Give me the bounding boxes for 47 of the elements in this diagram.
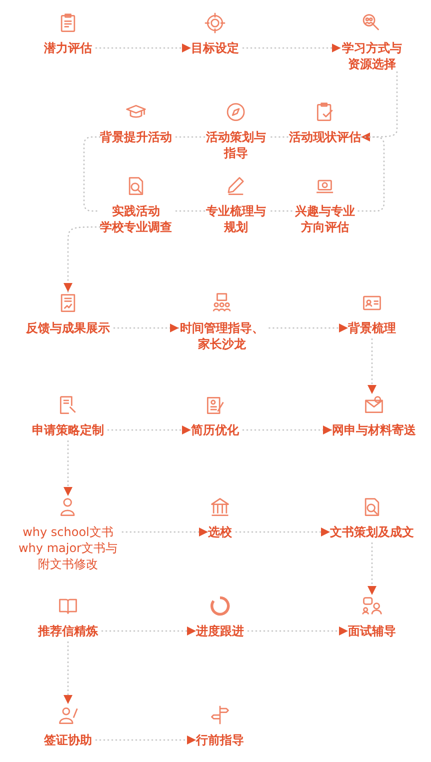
step-label: 行前指导	[196, 732, 244, 748]
dotted-arrow	[122, 528, 209, 536]
dotted-arrow	[95, 736, 197, 744]
dotted-arrow	[95, 44, 192, 52]
step-label: 网申与材料寄送	[332, 422, 416, 438]
dotted-arrow	[368, 338, 376, 395]
dotted-arrow	[107, 426, 192, 434]
dotted-arrow	[242, 426, 333, 434]
dotted-arrow	[101, 626, 197, 636]
step-label: 反馈与成果展示	[26, 320, 110, 336]
step-label: 兴趣与专业方向评估	[294, 203, 356, 235]
step-label: 进度跟进	[196, 623, 244, 639]
step-label: 推荐信精炼	[38, 623, 98, 639]
dotted-line	[175, 210, 206, 212]
step-label: 时间管理指导、家长沙龙	[179, 320, 265, 352]
dotted-arrow	[247, 626, 349, 636]
step-label: 申请策略定制	[32, 422, 104, 438]
dotted-line	[175, 136, 206, 138]
dotted-arrow	[64, 440, 72, 497]
step-label: 背景提升活动	[100, 129, 172, 145]
step-label: 选校	[208, 524, 232, 540]
dotted-arrow	[64, 641, 72, 705]
dotted-line	[270, 210, 294, 212]
step-label: 活动策划与指导	[205, 129, 267, 161]
dotted-arrow	[360, 71, 398, 142]
step-label: 签证协助	[44, 732, 92, 748]
dotted-arrow	[268, 324, 349, 332]
dotted-line	[270, 136, 290, 138]
step-label: 活动现状评估	[289, 129, 361, 145]
dotted-line	[83, 136, 101, 212]
step-label: 背景梳理	[348, 320, 396, 336]
step-label: 学校专业调查	[100, 219, 172, 235]
step-label: 学习方式与资源选择	[341, 40, 403, 72]
step-label: 潜力评估	[44, 40, 92, 56]
dotted-line	[356, 136, 385, 212]
dotted-arrow	[235, 528, 331, 536]
step-label: 专业梳理与规划	[205, 203, 267, 235]
step-label: 目标设定	[191, 40, 239, 56]
dotted-arrow	[368, 542, 376, 596]
step-label: 面试辅导	[348, 623, 396, 639]
step-label: why school文书 why major文书与附文书修改	[18, 524, 118, 572]
dotted-arrow	[64, 226, 101, 293]
step-label: 实践活动	[111, 203, 161, 219]
dotted-arrow	[113, 324, 180, 332]
dotted-arrow	[242, 44, 342, 52]
step-label: 简历优化	[191, 422, 239, 438]
step-label: 文书策划及成文	[330, 524, 414, 540]
